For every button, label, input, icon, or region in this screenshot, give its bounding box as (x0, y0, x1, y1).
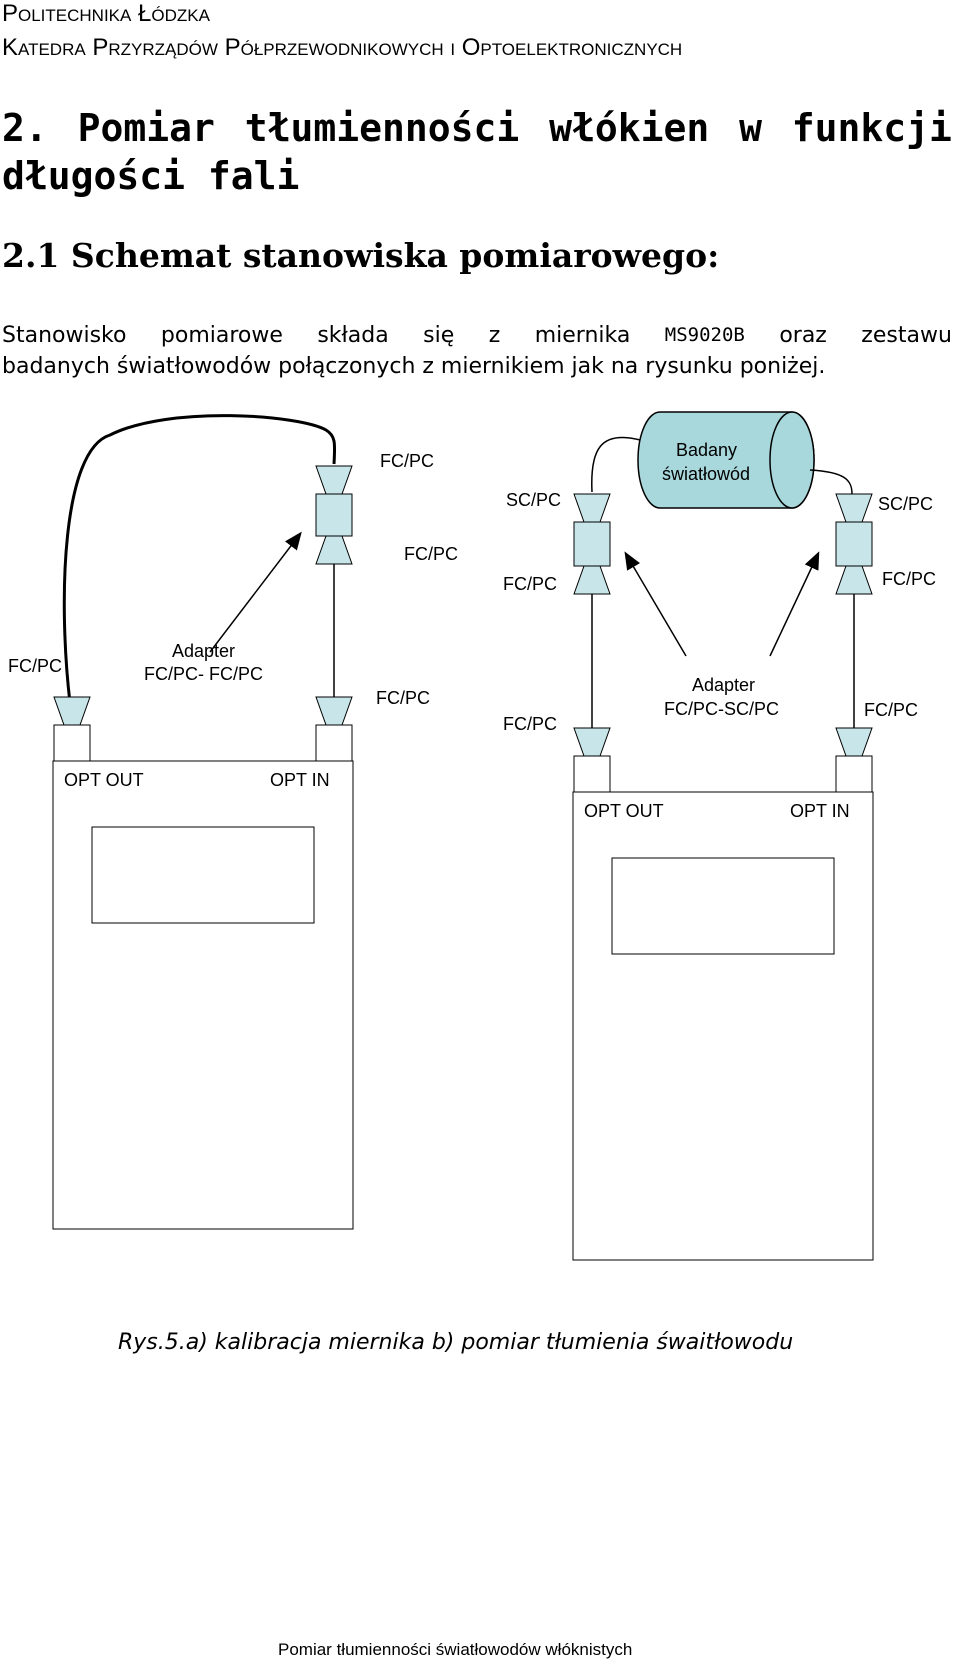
page-footer: Pomiar tłumienności światłowodów włóknis… (278, 1640, 633, 1659)
port-label-opt-in: OPT IN (270, 770, 330, 790)
department-name: Katedra Przyrządów Półprzewodnikowych i … (2, 34, 683, 61)
port-label-opt-in-b: OPT IN (790, 801, 850, 821)
label-sc-left: SC/PC (506, 490, 561, 510)
adapter-pointer-arrow-left (624, 551, 687, 657)
label-fc-in: FC/PC (376, 688, 430, 708)
port-block-in-b (835, 755, 873, 793)
label-fc-top: FC/PC (380, 451, 434, 471)
paragraph-word: pomiarowe (160, 323, 283, 348)
calibration-setup: FC/PC FC/PC FC/PC FC/PC Adapter FC/PC- F… (8, 414, 458, 1230)
connector-opt-out-b (573, 727, 611, 757)
fiber-lead-right (809, 469, 853, 495)
paragraph-word: z (488, 323, 501, 348)
title-word: Pomiar (77, 106, 215, 150)
label-fc-right-upper: FC/PC (882, 569, 936, 589)
patch-cord (62, 414, 337, 704)
paragraph-word: zestawu (861, 323, 952, 348)
paragraph-word: się (423, 323, 455, 348)
title-word: tłumienności (244, 106, 520, 150)
port-block-in (315, 724, 353, 762)
attenuation-setup: Badany światłowód SC/PC SC/PC FC (503, 411, 936, 1261)
label-fc-out: FC/PC (8, 656, 62, 676)
section-title-line1: 2. Pomiar tłumienności włókien w funkcji (2, 104, 952, 152)
fiber-label-line1: Badany (676, 440, 737, 460)
paragraph-word: oraz (779, 323, 827, 348)
paragraph-word: składa (317, 323, 389, 348)
connector-opt-out (53, 696, 91, 726)
port-label-opt-out-b: OPT OUT (584, 801, 664, 821)
meter-display (91, 826, 315, 924)
section-title: 2. Pomiar tłumienności włókien w funkcji dług… (2, 104, 952, 200)
model-name: MS9020B (664, 324, 745, 346)
adapter-label-line2: FC/PC- FC/PC (144, 664, 263, 684)
connector-opt-in (315, 696, 353, 726)
intro-paragraph: Stanowisko pomiarowe składa się z miernika MS9… (2, 320, 952, 382)
measurement-setup-diagram: FC/PC FC/PC FC/PC FC/PC Adapter FC/PC- F… (8, 411, 936, 1261)
label-fc-left-upper: FC/PC (503, 574, 557, 594)
fiber-lead-left (591, 436, 641, 493)
title-word: włókien (549, 106, 710, 150)
title-word: funkcji (791, 106, 952, 150)
adapter-pointer-arrow (209, 531, 302, 653)
connector-opt-in-b (835, 727, 873, 757)
port-label-opt-out: OPT OUT (64, 770, 144, 790)
adapter-fc-fc (315, 465, 353, 565)
title-word: w (739, 106, 762, 150)
figure-caption: Rys.5.a) kalibracja miernika b) pomiar t… (118, 1330, 794, 1355)
port-block-out (53, 724, 91, 762)
label-fc-mid: FC/PC (404, 544, 458, 564)
adapter-b-label-line1: Adapter (692, 675, 755, 695)
adapter-b-label-line2: FC/PC-SC/PC (664, 699, 779, 719)
title-word: 2. (2, 106, 48, 150)
label-fc-left-lower: FC/PC (503, 714, 557, 734)
port-block-out-b (573, 755, 611, 793)
fiber-label-line2: światłowód (662, 464, 750, 484)
label-fc-right-lower: FC/PC (864, 700, 918, 720)
section-title-line2: długości fali (2, 154, 300, 198)
university-name: Politechnika Łódzka (2, 0, 210, 27)
paragraph-word: Stanowisko (2, 323, 127, 348)
adapter-pointer-arrow-right (769, 551, 820, 657)
adapter-right (835, 493, 873, 595)
adapter-label-line1: Adapter (172, 641, 235, 661)
subsection-title: 2.1 Schemat stanowiska pomiarowego: (2, 236, 720, 275)
paragraph-word: miernika (534, 323, 631, 348)
tested-fiber-spool (637, 411, 815, 509)
label-sc-right: SC/PC (878, 494, 933, 514)
paragraph-line2: badanych światłowodów połączonych z mier… (2, 354, 826, 379)
meter-display-b (611, 857, 835, 955)
adapter-left (573, 493, 611, 595)
paragraph-line1: Stanowisko pomiarowe składa się z miernika MS9… (2, 320, 952, 351)
